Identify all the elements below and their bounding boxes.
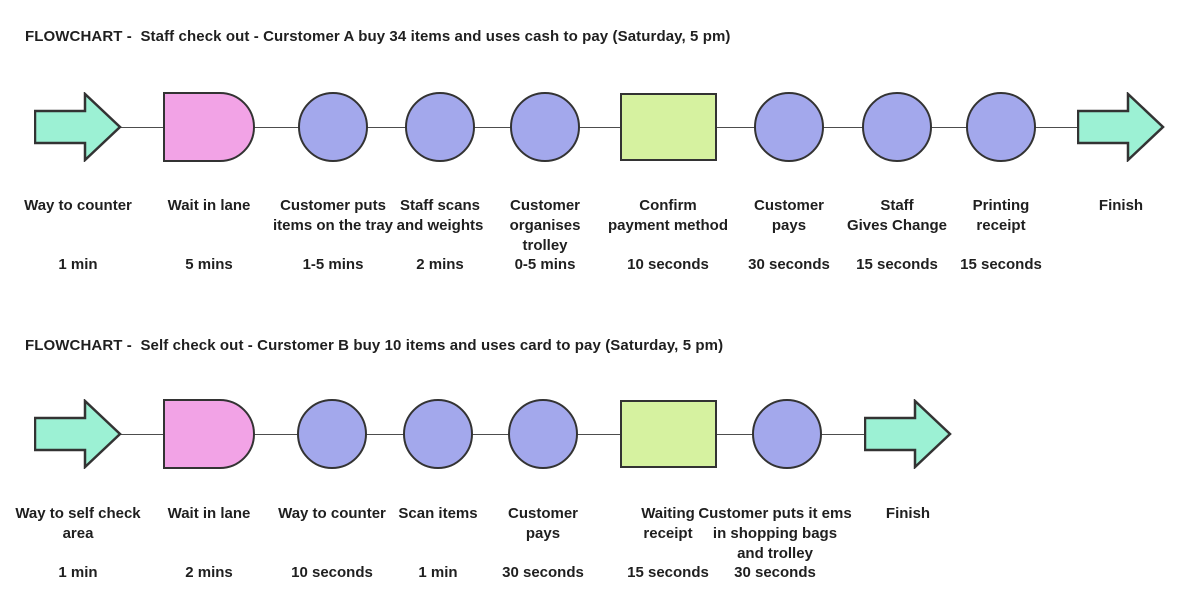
node-duration: 10 seconds [291, 564, 373, 581]
circle-shape [298, 92, 368, 162]
node-label: Wait in lane [167, 197, 251, 214]
node-duration: 0-5 mins [514, 256, 576, 273]
node-label: Wait in lane [167, 505, 251, 522]
node-duration: 2 mins [185, 564, 233, 581]
node-label: Customer pays [753, 197, 824, 234]
node-duration: 1 min [58, 256, 98, 273]
rect-shape [619, 93, 717, 161]
node-duration: 30 seconds [748, 256, 830, 273]
node-label: Customer puts it ems in shopping bags an… [698, 505, 852, 562]
node-label: Confirm payment method [607, 197, 728, 234]
node-duration: 30 seconds [734, 564, 816, 581]
connector-line [78, 434, 908, 435]
node-duration: 1 min [58, 564, 98, 581]
circle-shape [403, 399, 473, 469]
circle-shape [754, 92, 824, 162]
circle-shape [510, 92, 580, 162]
arrow-shape [33, 91, 122, 163]
circle-shape [752, 399, 822, 469]
node-label: Customer puts items on the tray [272, 197, 394, 234]
node-duration: 1-5 mins [302, 256, 364, 273]
node-duration: 1 min [418, 564, 458, 581]
circle-shape [405, 92, 475, 162]
node-duration: 10 seconds [627, 256, 709, 273]
node-duration: 15 seconds [856, 256, 938, 273]
node-label: Customer organises trolley [509, 197, 581, 254]
rect-shape [619, 400, 717, 468]
chart-title-self-checkout: FLOWCHART - Self check out - Curstomer B… [25, 337, 724, 354]
node-label: Staff scans and weights [396, 197, 484, 234]
node-label: Staff Gives Change [846, 197, 948, 234]
node-label: Printing receipt [972, 197, 1030, 234]
node-duration: 15 seconds [627, 564, 709, 581]
node-label: Way to counter [278, 505, 386, 522]
node-duration: 5 mins [185, 256, 233, 273]
node-label: Way to self check area [15, 505, 141, 542]
connector-line [78, 127, 1121, 128]
node-label: Scan items [398, 505, 478, 522]
arrow-shape [33, 398, 122, 470]
node-label: Finish [885, 505, 931, 522]
delay-shape [163, 92, 255, 162]
node-label: Way to counter [24, 197, 132, 214]
arrow-shape [863, 398, 952, 470]
node-label: Customer pays [507, 505, 578, 542]
node-duration: 2 mins [416, 256, 464, 273]
node-label: Finish [1098, 197, 1144, 214]
circle-shape [966, 92, 1036, 162]
node-duration: 30 seconds [502, 564, 584, 581]
circle-shape [862, 92, 932, 162]
node-label: Waiting receipt [641, 505, 695, 542]
delay-shape [163, 399, 255, 469]
arrow-shape [1076, 91, 1165, 163]
node-duration: 15 seconds [960, 256, 1042, 273]
chart-title-staff-checkout: FLOWCHART - Staff check out - Curstomer … [25, 28, 731, 45]
circle-shape [297, 399, 367, 469]
circle-shape [508, 399, 578, 469]
